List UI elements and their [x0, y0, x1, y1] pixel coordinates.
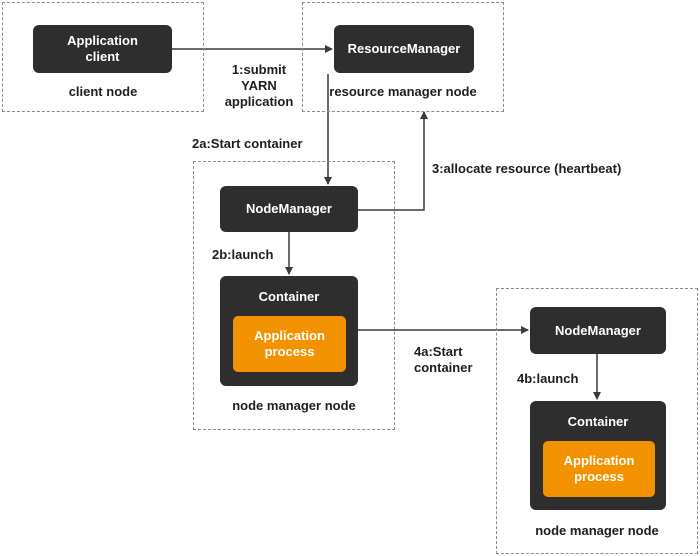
- node-manager-node-group-2: [496, 288, 698, 554]
- launch-1-label: 2b:launch: [212, 247, 274, 262]
- resource-manager-node-label: resource manager node: [329, 84, 477, 99]
- application-client-box: Application client: [33, 25, 172, 73]
- resource-manager-box: ResourceManager: [334, 25, 474, 73]
- node-manager-node-group-1: [193, 161, 395, 430]
- container-label-2: Container: [567, 414, 629, 429]
- client-node-group: [2, 2, 204, 112]
- allocate-arrow: [358, 111, 428, 211]
- container-label-1: Container: [258, 289, 320, 304]
- node-manager-node-label-2: node manager node: [535, 523, 659, 538]
- application-process-box-1: Application process: [233, 316, 346, 372]
- launch-2-label: 4b:launch: [517, 371, 579, 386]
- submit-label: 1:submit YARN application: [224, 62, 294, 109]
- client-node-label: client node: [68, 84, 138, 99]
- application-process-box-2: Application process: [543, 441, 655, 497]
- resource-manager-node-group: [302, 2, 504, 112]
- node-manager-box-2: NodeManager: [530, 307, 666, 354]
- start-container-2-label: 4a:Start container: [414, 344, 473, 375]
- allocate-label: 3:allocate resource (heartbeat): [432, 161, 622, 176]
- node-manager-box-1: NodeManager: [220, 186, 358, 232]
- node-manager-node-label-1: node manager node: [232, 398, 356, 413]
- start-container-label: 2a:Start container: [192, 136, 303, 151]
